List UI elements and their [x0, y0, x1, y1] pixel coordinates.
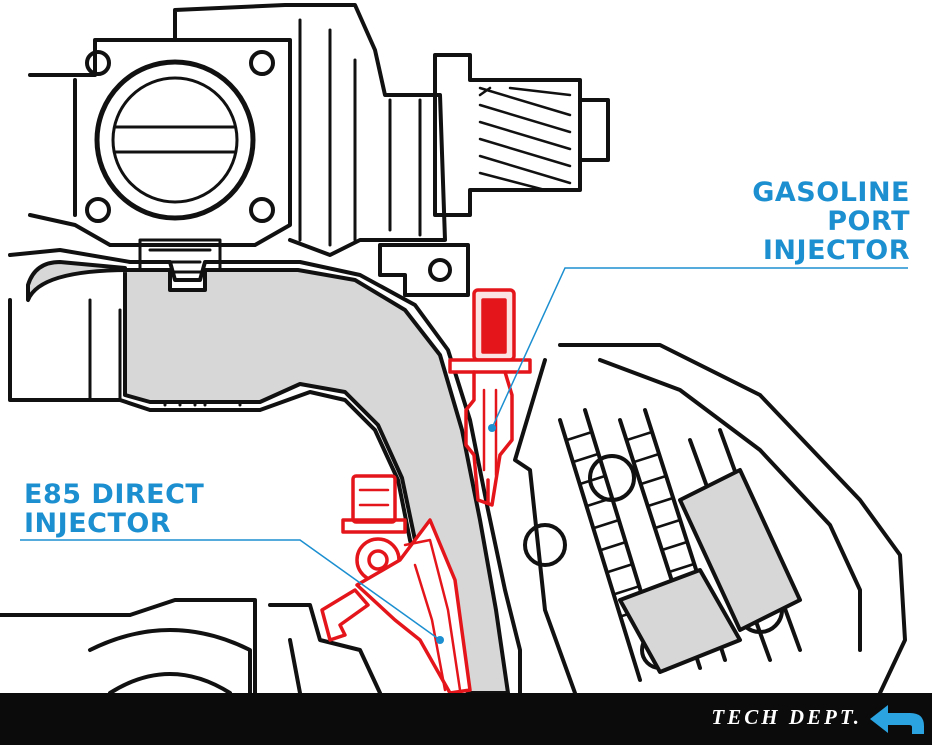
gasoline-port-injector-label: GASOLINE PORT INJECTOR: [742, 178, 910, 265]
gasoline-label-line-1: GASOLINE: [752, 177, 910, 208]
e85-direct-injector: [320, 474, 472, 695]
e85-direct-injector-label: E85 DIRECT INJECTOR: [24, 480, 244, 538]
engine-line-art: [0, 3, 907, 695]
gasoline-leader-dot: [488, 424, 496, 432]
gasoline-label-line-2: PORT: [827, 206, 910, 237]
intake-port: [26, 260, 510, 695]
tech-dept-label: TECH DEPT.: [711, 705, 862, 729]
gasoline-leader-line: [491, 267, 908, 429]
arrow-left-icon[interactable]: [868, 702, 928, 736]
gasoline-port-injector: [448, 288, 532, 507]
e85-leader-line: [20, 539, 441, 641]
gasoline-label-line-3: INJECTOR: [762, 235, 910, 266]
e85-label-line-1: E85 DIRECT: [24, 479, 205, 510]
footer-bar: TECH DEPT.: [0, 693, 932, 745]
callout-leader-lines: [20, 267, 908, 644]
e85-leader-dot: [436, 636, 444, 644]
e85-label-line-2: INJECTOR: [24, 508, 172, 539]
